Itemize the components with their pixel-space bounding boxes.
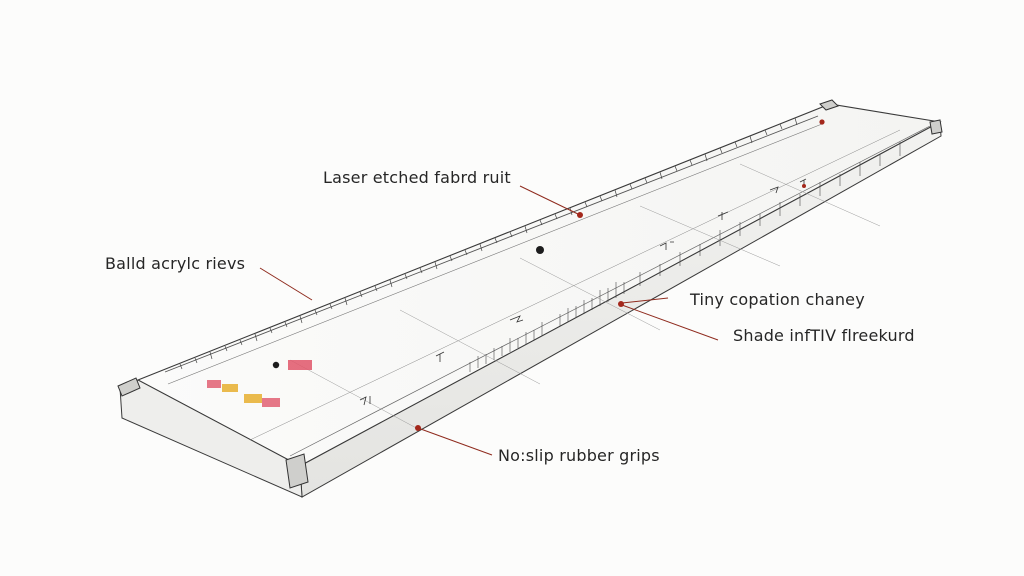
front-scale-marks bbox=[469, 142, 901, 372]
callout-rubber-grips: No:slip rubber grips bbox=[498, 446, 660, 465]
color-markers bbox=[207, 360, 312, 407]
callout-shade: Shade infTIV flreekurd bbox=[733, 326, 915, 345]
rubber-grips bbox=[117, 99, 943, 489]
callout-laser-etched: Laser etched fabrd ruit bbox=[323, 168, 511, 187]
callout-tiny-copation: Tiny copation chaney bbox=[690, 290, 865, 309]
ruler-top-face bbox=[136, 103, 942, 467]
leader-lines bbox=[259, 185, 719, 456]
ruler-ticks bbox=[179, 117, 798, 370]
callout-acrylic: Balld acrylc rievs bbox=[105, 254, 246, 273]
leader-dots bbox=[415, 119, 825, 431]
